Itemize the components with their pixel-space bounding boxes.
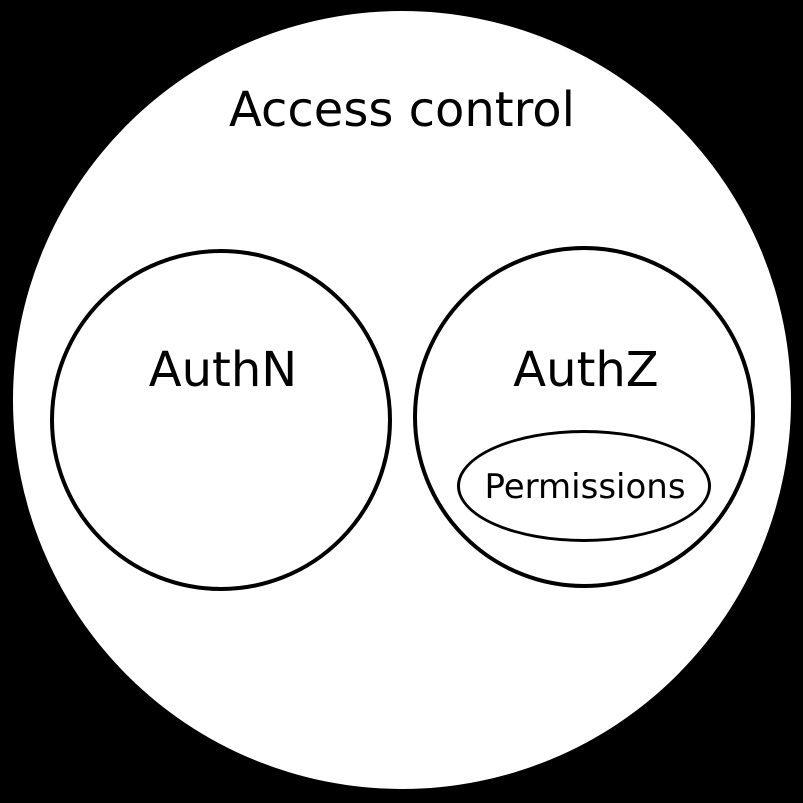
permissions-set-ellipse — [457, 430, 711, 542]
authz-set-label: AuthZ — [513, 342, 659, 398]
authn-set-label: AuthN — [148, 342, 298, 398]
permissions-set-label: Permissions — [484, 467, 686, 507]
access-control-set-label: Access control — [229, 82, 575, 138]
authn-set-circle — [50, 249, 392, 591]
